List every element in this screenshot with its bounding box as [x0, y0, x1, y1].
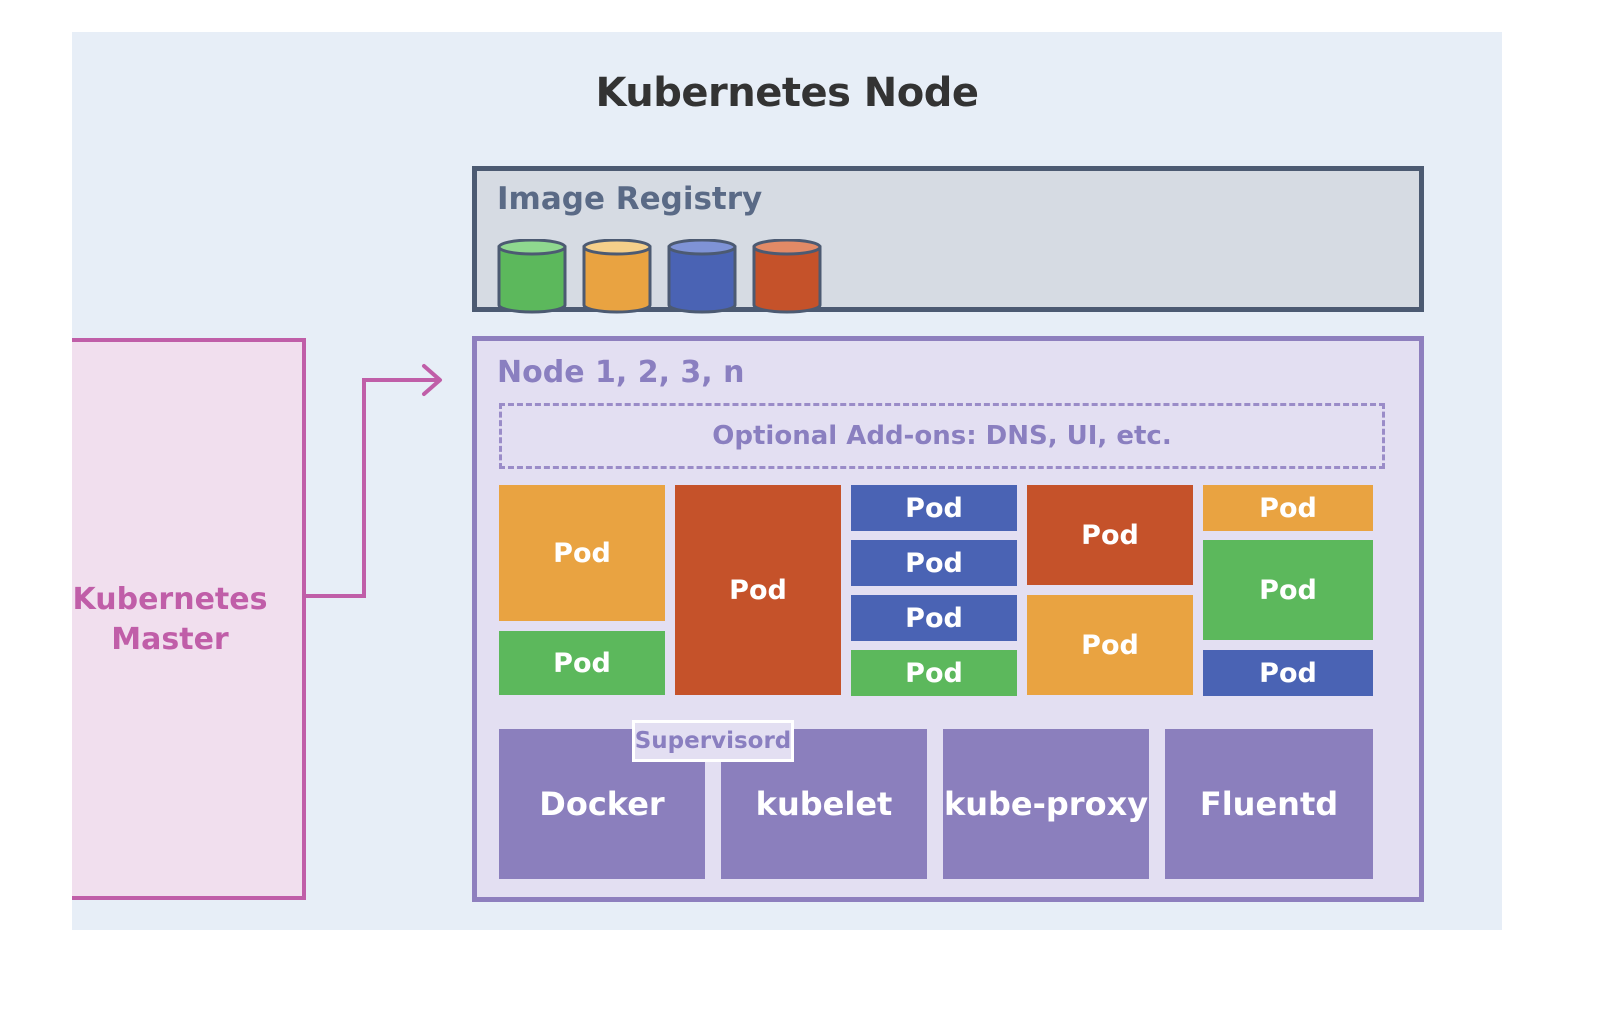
pod-green: Pod	[499, 631, 665, 695]
kubernetes-master-label-line1: Kubernetes	[72, 582, 268, 617]
pod-orange: Pod	[1027, 595, 1193, 695]
kubernetes-master-box: Kubernetes Master	[72, 338, 306, 900]
fluentd-box: Fluentd	[1165, 729, 1373, 879]
docker-box: Docker	[499, 729, 705, 879]
pod-red: Pod	[1027, 485, 1193, 585]
kube-proxy-box: kube-proxy	[943, 729, 1149, 879]
master-to-node-arrow	[304, 364, 442, 598]
image-cylinder-blue	[667, 239, 737, 314]
pod-blue: Pod	[851, 595, 1017, 641]
image-registry-label: Image Registry	[497, 181, 763, 217]
kubernetes-master-label-line2: Master	[111, 622, 229, 657]
kubernetes-master-label: Kubernetes Master	[72, 580, 268, 660]
node-label: Node 1, 2, 3, n	[497, 355, 745, 390]
pod-green: Pod	[1203, 540, 1373, 640]
node-box: Node 1, 2, 3, n Optional Add-ons: DNS, U…	[472, 336, 1424, 902]
image-cylinder-green	[497, 239, 567, 314]
pod-orange: Pod	[499, 485, 665, 621]
optional-addons-box: Optional Add-ons: DNS, UI, etc.	[499, 403, 1385, 469]
diagram-title: Kubernetes Node	[595, 70, 979, 116]
image-cylinder-orange	[582, 239, 652, 314]
image-cylinder-red	[752, 239, 822, 314]
image-registry-box: Image Registry	[472, 166, 1424, 314]
pod-blue: Pod	[851, 485, 1017, 531]
pod-red: Pod	[675, 485, 841, 695]
pod-blue: Pod	[1203, 650, 1373, 696]
pod-blue: Pod	[851, 540, 1017, 586]
diagram-canvas: Kubernetes Node Kubernetes Master Image …	[72, 32, 1502, 930]
pod-orange: Pod	[1203, 485, 1373, 531]
pod-green: Pod	[851, 650, 1017, 696]
supervisord-label: Supervisord	[632, 720, 794, 762]
